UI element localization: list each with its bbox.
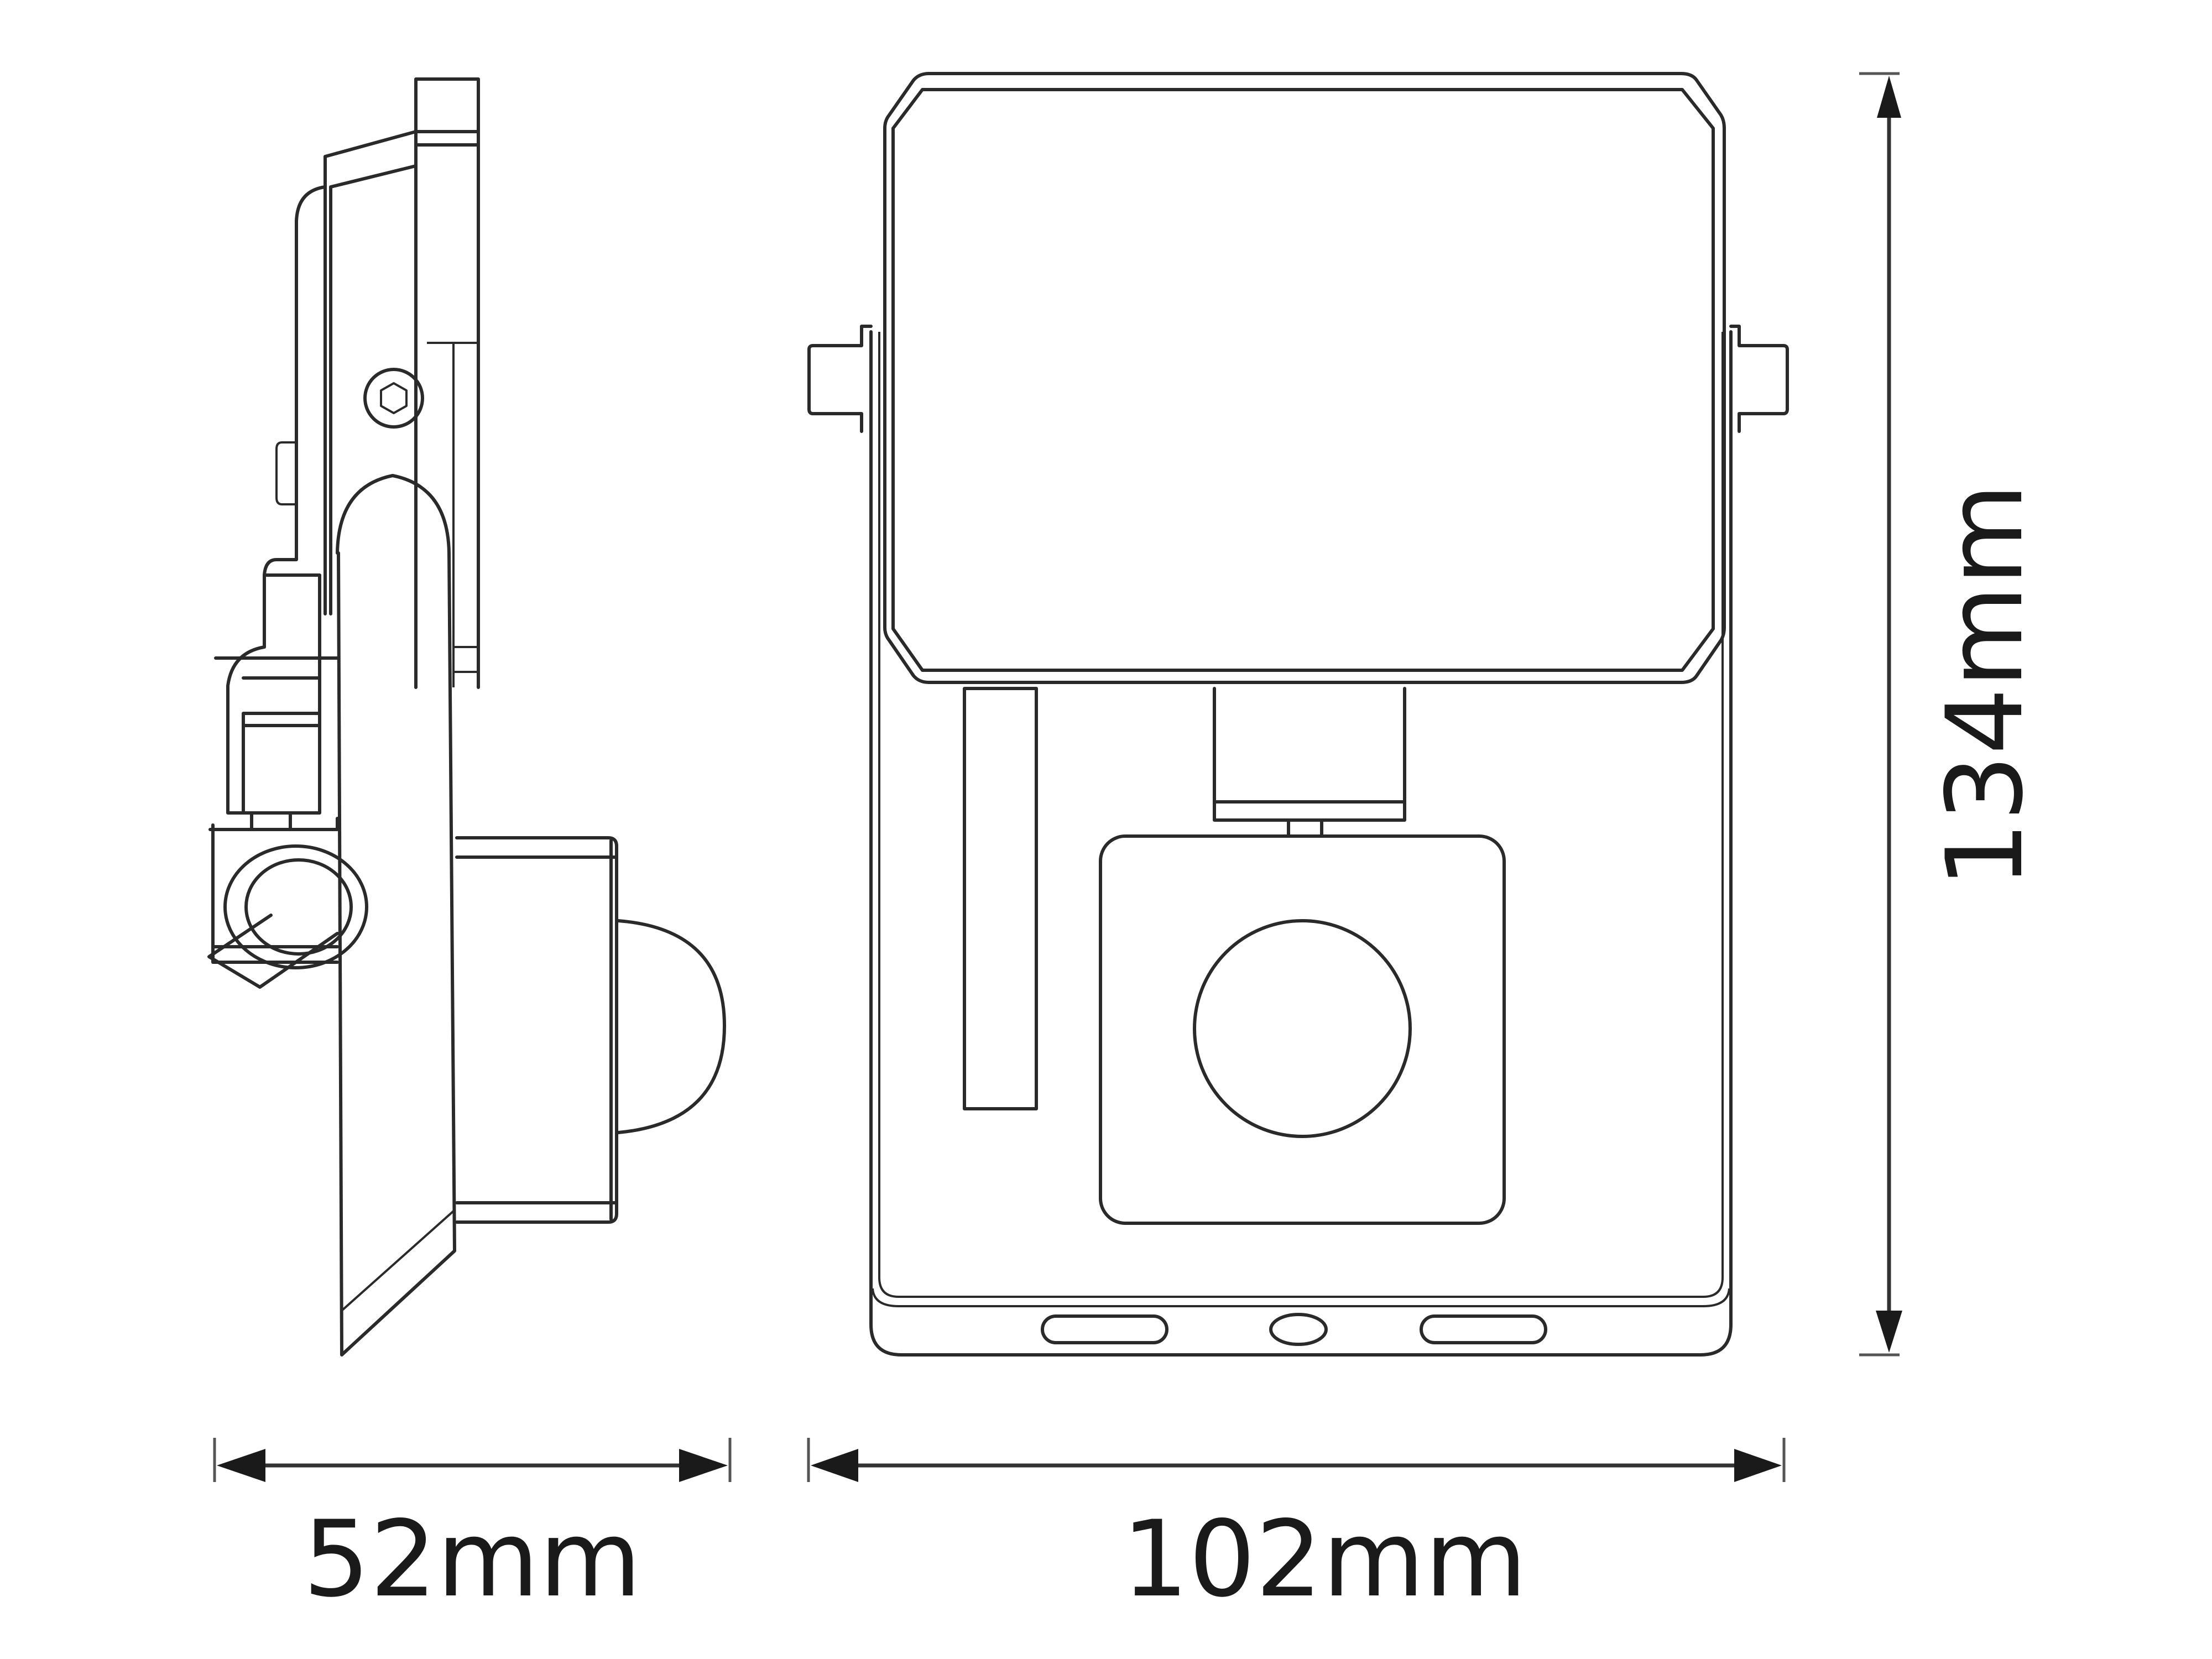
arrow-left-icon xyxy=(811,1449,858,1482)
height-label: 134mm xyxy=(1924,483,2046,889)
side-heatsink-tab xyxy=(275,441,296,505)
side-plate-step xyxy=(427,342,478,687)
side-head-front-plate xyxy=(414,77,480,689)
arrow-right-icon xyxy=(679,1449,728,1482)
front-indicator-bar xyxy=(963,687,1038,1110)
front-pivot-left xyxy=(807,325,873,433)
front-lamp-lens xyxy=(891,88,1715,672)
side-cable-ring-outer xyxy=(223,844,368,969)
front-slot-right xyxy=(1420,1314,1547,1344)
side-bracket-bottom-line xyxy=(341,1210,455,1312)
dimension-width: 102mm xyxy=(807,1438,1786,1620)
side-lower-housing xyxy=(208,656,339,964)
front-sensor-housing xyxy=(1099,834,1506,1225)
side-cable-gland xyxy=(242,573,321,815)
front-sensor-neck xyxy=(1213,687,1406,837)
side-mounting-bracket xyxy=(336,474,456,1357)
width-label: 102mm xyxy=(1122,1498,1527,1620)
side-cable-exit xyxy=(207,914,339,989)
front-mounting-plate xyxy=(869,330,1733,1357)
arrow-left-icon xyxy=(217,1449,265,1482)
arrow-up-icon xyxy=(1877,76,1901,118)
side-cable-ring-inner xyxy=(244,858,353,956)
arrow-right-icon xyxy=(1734,1449,1782,1482)
front-pir-lens xyxy=(1193,919,1412,1138)
side-heatsink xyxy=(226,130,418,815)
side-pir-dome xyxy=(617,919,726,1134)
front-view xyxy=(807,72,1789,1357)
dimension-height: 134mm xyxy=(1859,72,2046,1357)
arrow-down-icon xyxy=(1876,1311,1902,1353)
front-lamp-head-frame xyxy=(883,72,1726,684)
hex-screw-icon xyxy=(380,382,408,414)
side-sensor-housing xyxy=(455,836,618,1224)
side-hinge-washer xyxy=(363,368,424,429)
depth-label: 52mm xyxy=(303,1498,641,1620)
dimension-depth: 52mm xyxy=(213,1438,732,1620)
front-mounting-plate-inner xyxy=(872,332,1730,1307)
front-screw-hole xyxy=(1269,1313,1328,1346)
side-view xyxy=(207,77,726,1357)
front-pivot-right xyxy=(1729,325,1789,433)
front-slot-left xyxy=(1041,1314,1168,1344)
